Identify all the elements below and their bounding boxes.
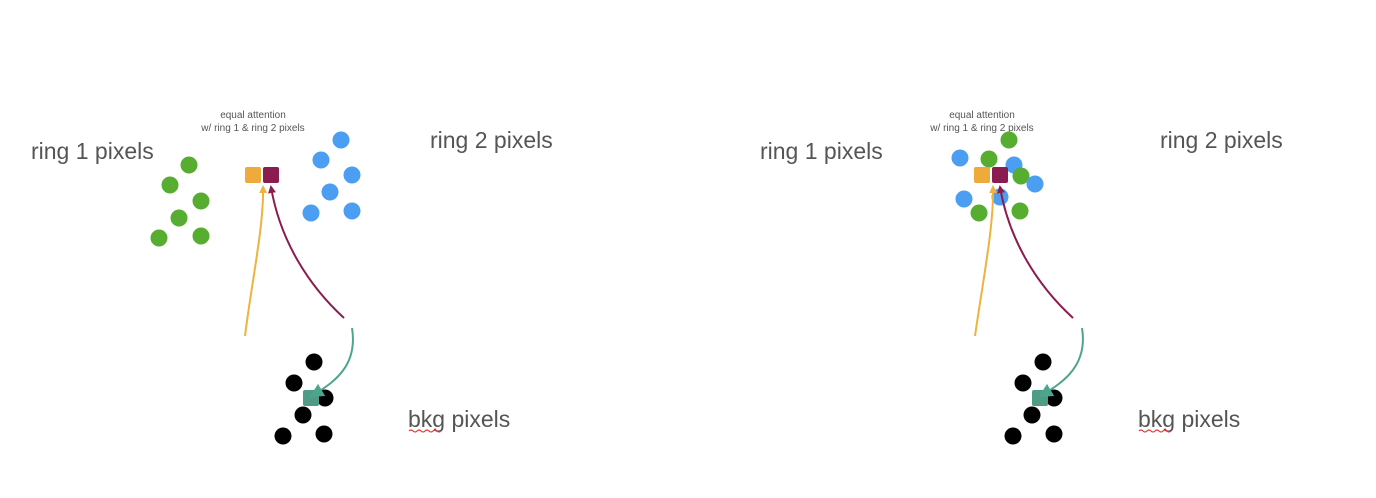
bkg-label: bkg pixels [1138,406,1240,432]
ring1-pixel [1011,202,1029,220]
ring1-label: ring 1 pixels [760,138,883,164]
ring1-pixel [1012,167,1030,185]
equal-attention-line2: w/ ring 1 & ring 2 pixels [200,123,304,134]
query-square-maroon [992,167,1008,183]
ring1-pixel [970,204,988,222]
ring1-pixel [180,156,198,174]
bkg-pixel [294,406,312,424]
query-square-maroon [263,167,279,183]
ring2-pixel [951,149,969,167]
ring2-pixel [302,204,320,222]
equal-attention-line2: w/ ring 1 & ring 2 pixels [929,123,1033,134]
query-square-orange [245,167,261,183]
bkg-word: bkg [408,406,445,432]
ring2-label: ring 2 pixels [430,127,553,153]
bkg-pixel [1034,353,1052,371]
ring2-pixel [312,151,330,169]
ring1-pixel [192,192,210,210]
panel-right: equal attention w/ ring 1 & ring 2 pixel… [760,110,1283,445]
ring2-pixel [955,190,973,208]
bkg-pixel [1004,427,1022,445]
pixels-word: pixels [1175,406,1240,432]
ring1-pixel [980,150,998,168]
bkg-pixel [274,427,292,445]
panel-left: equal attention w/ ring 1 & ring 2 pixel… [31,110,553,445]
arrow-orange [974,185,998,337]
bkg-pixel [285,374,303,392]
ring1-pixel [1000,131,1018,149]
bkg-pixel [305,353,323,371]
arrow-maroon [997,185,1074,319]
arrow-maroon [268,185,345,319]
ring2-pixel [332,131,350,149]
ring1-pixels [150,156,210,247]
arrow-teal [1038,327,1084,398]
ring2-pixel [321,183,339,201]
bkg-pixel [315,425,333,443]
mixed-ring-pixels [951,131,1044,222]
equal-attention-line1: equal attention [949,110,1015,121]
bkg-pixel [1045,425,1063,443]
equal-attention-line1: equal attention [220,110,286,121]
bkg-pixel [1023,406,1041,424]
query-square-orange [974,167,990,183]
ring2-pixel [343,166,361,184]
ring1-pixel [170,209,188,227]
ring2-pixel [1026,175,1044,193]
ring1-pixel [161,176,179,194]
ring2-pixels [302,131,361,222]
bkg-pixels [274,353,334,445]
bkg-label: bkg pixels [408,406,510,432]
spellcheck-underline [408,429,442,433]
spellcheck-underline [1138,429,1172,433]
arrow-teal [309,327,354,398]
ring1-pixel [192,227,210,245]
arrow-orange [244,185,268,337]
bkg-pixel [1014,374,1032,392]
ring1-pixel [150,229,168,247]
ring2-pixel [343,202,361,220]
ring1-label: ring 1 pixels [31,138,154,164]
bkg-word: bkg [1138,406,1175,432]
ring2-label: ring 2 pixels [1160,127,1283,153]
pixels-word: pixels [445,406,510,432]
bkg-pixels [1004,353,1063,445]
